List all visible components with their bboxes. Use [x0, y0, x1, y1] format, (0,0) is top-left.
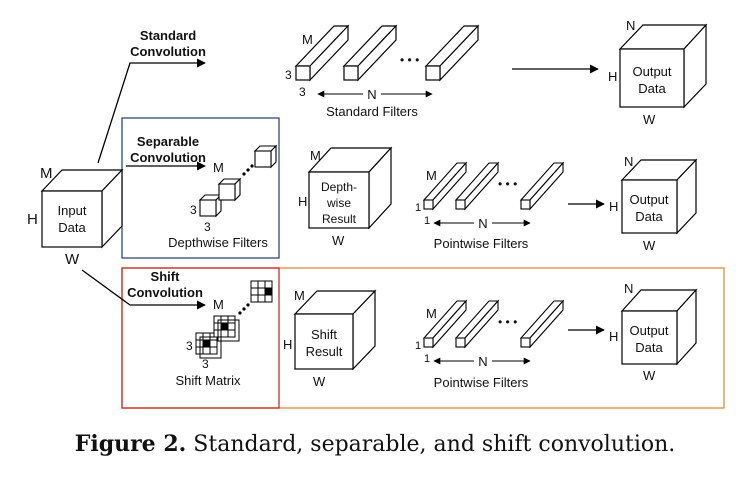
shift-title-2: Convolution	[127, 285, 203, 300]
depthwise-filters-label: Depthwise Filters	[168, 235, 268, 250]
caption-text: Standard, separable, and shift convoluti…	[186, 432, 675, 457]
shift-result-dim-w: W	[313, 374, 326, 389]
standard-output-label-2: Data	[638, 81, 666, 96]
standard-output-dim-h: H	[608, 69, 617, 84]
separable-pointwise-filter-3	[519, 161, 565, 211]
shift-output-cube	[620, 288, 698, 366]
shift-dim-3b: 3	[202, 357, 209, 371]
standard-ellipsis: • • •	[400, 53, 419, 67]
separable-pointwise-filter-2	[454, 161, 500, 211]
input-label-2: Data	[58, 220, 86, 235]
standard-filters-label: Standard Filters	[326, 104, 418, 119]
separable-pw-dim-1b: 1	[424, 215, 430, 227]
shift-ellipsis	[238, 303, 250, 315]
depthwise-result-cube	[307, 146, 393, 230]
standard-arrow	[97, 58, 206, 164]
shift-matrix-label: Shift Matrix	[175, 373, 241, 388]
standard-output-cube	[618, 23, 708, 109]
standard-title-1: Standard	[140, 28, 196, 43]
standard-filter-2	[342, 24, 398, 82]
standard-output-label-1: Output	[632, 64, 671, 79]
input-dim-h: H	[27, 211, 38, 228]
standard-filter-1	[294, 24, 350, 82]
shift-n-label: N	[478, 354, 487, 369]
shift-branch-line	[81, 269, 131, 306]
separable-pw-dim-1a: 1	[415, 202, 421, 214]
shift-pw-dim-m: M	[426, 306, 437, 321]
shift-result-label-1: Shift	[311, 327, 337, 342]
separable-pw-label: Pointwise Filters	[434, 236, 529, 251]
depthwise-result-label-2: wise	[326, 196, 351, 210]
depthwise-filter-1	[198, 193, 223, 218]
shift-pw-ellipsis: • • •	[498, 315, 517, 329]
shift-output-dim-n: N	[624, 281, 633, 296]
depthwise-result-dim-m: M	[310, 148, 321, 163]
separable-n-label: N	[478, 216, 487, 231]
figure-caption: Figure 2. Standard, separable, and shift…	[75, 431, 676, 457]
shift-pointwise-filter-3	[519, 299, 565, 349]
shift-pw-dim-1a: 1	[415, 340, 421, 352]
shift-kernel-3	[250, 280, 273, 303]
separable-output-cube	[620, 158, 698, 235]
depthwise-result-dim-w: W	[332, 233, 345, 248]
shift-dim-3a: 3	[186, 339, 193, 353]
standard-dim-m: M	[302, 32, 313, 47]
shift-pointwise-filter-2	[454, 299, 500, 349]
separable-output-label-1: Output	[629, 192, 668, 207]
depthwise-result-label-3: Result	[322, 212, 357, 226]
shift-result-dim-m: M	[294, 288, 305, 303]
shift-kernel-1	[195, 332, 222, 359]
shift-result-cube	[293, 289, 377, 371]
shift-dim-m: M	[213, 297, 224, 312]
shift-result-dim-h: H	[283, 337, 292, 352]
shift-title-1: Shift	[151, 269, 181, 284]
separable-title-2: Convolution	[130, 150, 206, 165]
input-cube	[40, 168, 124, 249]
separable-title-1: Separable	[137, 134, 199, 149]
shift-output-dim-w: W	[643, 368, 656, 383]
separable-dim-3b: 3	[204, 220, 211, 234]
depthwise-filter-3	[253, 144, 278, 169]
shift-pw-label: Pointwise Filters	[434, 375, 529, 390]
standard-dim-3b: 3	[299, 85, 306, 99]
input-dim-w: W	[65, 251, 80, 268]
shift-result-label-2: Result	[306, 344, 343, 359]
separable-pointwise-filter-1	[422, 161, 468, 211]
standard-filter-3	[424, 24, 480, 82]
separable-pw-dim-m: M	[426, 168, 437, 183]
shift-output-dim-h: H	[609, 329, 618, 344]
depthwise-result-label-1: Depth-	[321, 180, 357, 194]
separable-dim-3a: 3	[190, 203, 197, 217]
shift-pointwise-filter-1	[422, 299, 468, 349]
depthwise-ellipsis	[242, 164, 254, 176]
separable-pw-ellipsis: • • •	[498, 177, 517, 191]
separable-output-dim-n: N	[624, 154, 633, 169]
separable-dim-m: M	[213, 160, 224, 175]
standard-dim-3a: 3	[285, 68, 292, 82]
separable-output-label-2: Data	[635, 209, 663, 224]
standard-output-dim-n: N	[626, 18, 635, 33]
caption-bold: Figure 2.	[75, 431, 187, 457]
standard-n-label: N	[367, 87, 376, 102]
standard-title-2: Convolution	[130, 44, 206, 59]
shift-box	[121, 267, 280, 409]
separable-output-dim-w: W	[643, 238, 656, 253]
depthwise-result-dim-h: H	[298, 194, 307, 209]
standard-output-dim-w: W	[643, 112, 656, 127]
separable-output-dim-h: H	[609, 199, 618, 214]
depthwise-filter-2	[217, 177, 242, 202]
input-label-1: Input	[58, 203, 87, 218]
shift-pw-dim-1b: 1	[424, 353, 430, 365]
input-dim-m: M	[40, 165, 53, 182]
shift-output-label-1: Output	[629, 323, 668, 338]
shift-output-label-2: Data	[635, 340, 663, 355]
shift-kernel-2	[213, 315, 240, 342]
